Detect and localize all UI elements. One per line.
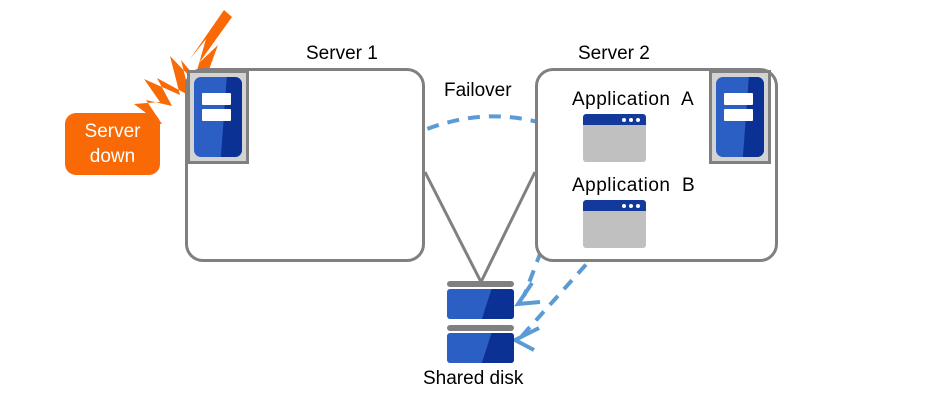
shared-disk-icon — [447, 281, 514, 363]
window-dot — [636, 203, 640, 208]
connector-server2-to-disk — [479, 171, 537, 283]
window-dot — [636, 117, 640, 122]
window-dot — [622, 117, 626, 122]
lightning-bolt-icon — [134, 10, 232, 124]
server-slot-2 — [723, 109, 754, 121]
disk-cap — [447, 281, 514, 287]
disk-shade — [481, 289, 514, 319]
disk-cap — [447, 325, 514, 331]
server-chassis — [716, 77, 764, 157]
disk-unit-bottom — [447, 325, 514, 363]
server-down-badge: Server down — [65, 113, 160, 175]
failover-label: Failover — [444, 80, 512, 101]
server-slot-1 — [201, 93, 232, 105]
server1-title: Server 1 — [306, 43, 378, 64]
application-window-icon — [583, 114, 646, 162]
server-down-line1: Server — [84, 121, 141, 142]
access-arrow-app-b — [519, 247, 602, 339]
server-chassis — [194, 77, 242, 157]
shared-disk-label: Shared disk — [423, 368, 524, 389]
application-window-icon — [583, 200, 646, 248]
connector-lines — [423, 171, 537, 283]
window-titlebar — [583, 114, 646, 125]
server-slot-2 — [201, 109, 232, 121]
server1-box[interactable] — [185, 68, 425, 262]
access-arrowhead-app-b — [510, 326, 540, 352]
application-b-label: Application B — [572, 175, 696, 196]
window-dot — [629, 203, 633, 208]
window-dot — [622, 203, 626, 208]
server-slot-1 — [723, 93, 754, 105]
server-down-line2: down — [89, 146, 136, 167]
disk-body — [447, 333, 514, 363]
access-arrowhead-app-a — [514, 281, 541, 307]
failover-arrow — [407, 114, 549, 139]
server2-title: Server 2 — [578, 43, 650, 64]
connector-server1-to-disk — [423, 171, 483, 283]
server-machine-icon — [187, 70, 249, 164]
application-a-label: Application A — [572, 89, 695, 110]
disk-body — [447, 289, 514, 319]
window-dot — [629, 117, 633, 122]
server-machine-icon — [709, 70, 771, 164]
disk-shade — [481, 333, 514, 363]
disk-unit-top — [447, 281, 514, 319]
window-titlebar — [583, 200, 646, 211]
